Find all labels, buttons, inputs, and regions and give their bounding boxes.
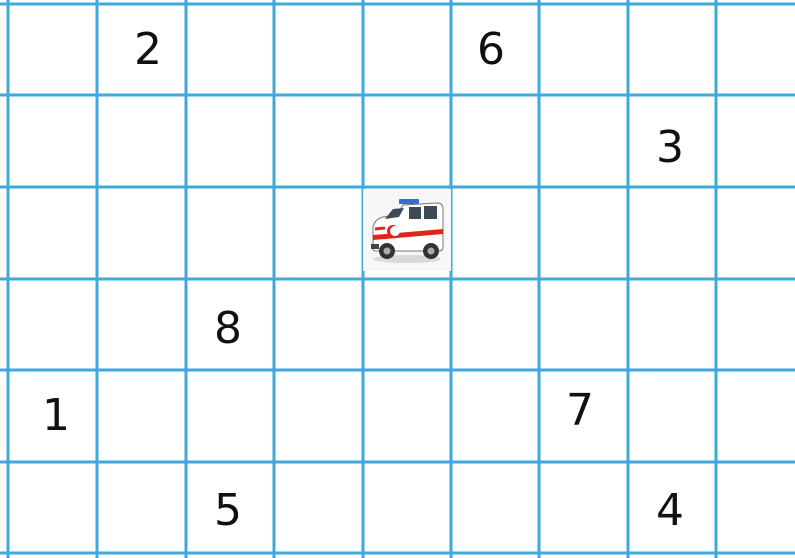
- number-cell: 6: [461, 20, 521, 80]
- number-cell: 8: [198, 299, 258, 359]
- ambulance-image: [363, 189, 451, 271]
- number-cell: 4: [640, 481, 700, 541]
- number-cell: 2: [118, 20, 178, 80]
- number-cell: 1: [26, 386, 86, 446]
- number-cell: 7: [550, 381, 610, 441]
- number-cell: 5: [198, 481, 258, 541]
- number-cell: 3: [640, 118, 700, 178]
